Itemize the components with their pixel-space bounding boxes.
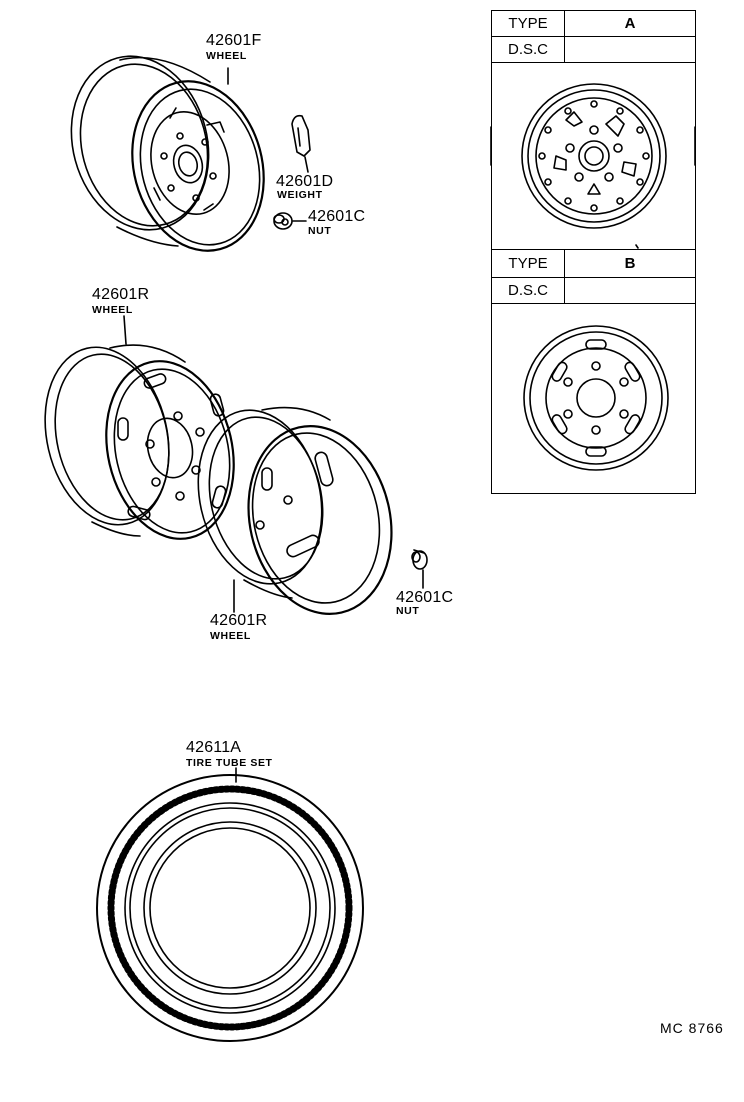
part-name-nut-top: NUT	[308, 225, 332, 237]
wheel-42601r-front-drawing	[197, 406, 393, 615]
part-number-42611a: 42611A	[186, 739, 242, 756]
wheel-42601f-drawing	[70, 55, 265, 252]
type-b-dsc-label: D.S.C	[492, 278, 565, 303]
type-a-row-type: TYPE A	[492, 11, 695, 37]
part-name-tire-tube-set: TIRE TUBE SET	[186, 757, 273, 769]
part-name-wheel-f: WHEEL	[206, 50, 247, 62]
type-b-wheel-drawing	[523, 325, 669, 471]
type-a-dsc-label: D.S.C	[492, 37, 565, 62]
type-a-dsc-value	[565, 37, 695, 62]
type-b-row-type: TYPE B	[492, 250, 695, 278]
part-number-42601r-front: 42601R	[210, 612, 268, 629]
part-name-wheel-r-rear: WHEEL	[92, 304, 133, 316]
type-b-type-value: B	[624, 255, 636, 272]
type-a-lug-holes	[565, 125, 623, 182]
drawing-code: MC 8766	[660, 1020, 724, 1036]
type-b-table: TYPE B D.S.C	[491, 250, 696, 494]
type-a-type-label: TYPE	[492, 11, 565, 36]
part-number-42601c-mid: 42601C	[396, 589, 454, 606]
type-b-row-dsc: D.S.C	[492, 278, 695, 304]
type-a-wheel-drawing	[490, 83, 696, 249]
type-b-type-label: TYPE	[492, 250, 565, 277]
type-a-row-dsc: D.S.C	[492, 37, 695, 63]
part-name-wheel-r-front: WHEEL	[210, 630, 251, 642]
type-a-vent-holes	[538, 100, 650, 212]
type-b-dsc-value	[565, 278, 695, 303]
tire-42611a-drawing	[96, 767, 364, 1042]
part-name-nut-mid: NUT	[396, 605, 420, 617]
type-b-lug-holes	[563, 361, 629, 435]
part-number-42601c-top: 42601C	[308, 208, 366, 225]
type-a-table: TYPE A D.S.C	[491, 10, 696, 250]
part-number-42601r-rear: 42601R	[92, 286, 150, 303]
part-number-42601d: 42601D	[276, 173, 334, 190]
part-number-42601f: 42601F	[206, 32, 262, 49]
nut-42601c-top-drawing	[273, 212, 307, 230]
part-name-weight: WEIGHT	[277, 189, 323, 201]
nut-42601c-mid-drawing	[411, 549, 428, 589]
wheel-42601r-rear-drawing	[44, 315, 235, 540]
weight-42601d-drawing	[291, 114, 311, 173]
type-a-type-value: A	[624, 15, 636, 32]
